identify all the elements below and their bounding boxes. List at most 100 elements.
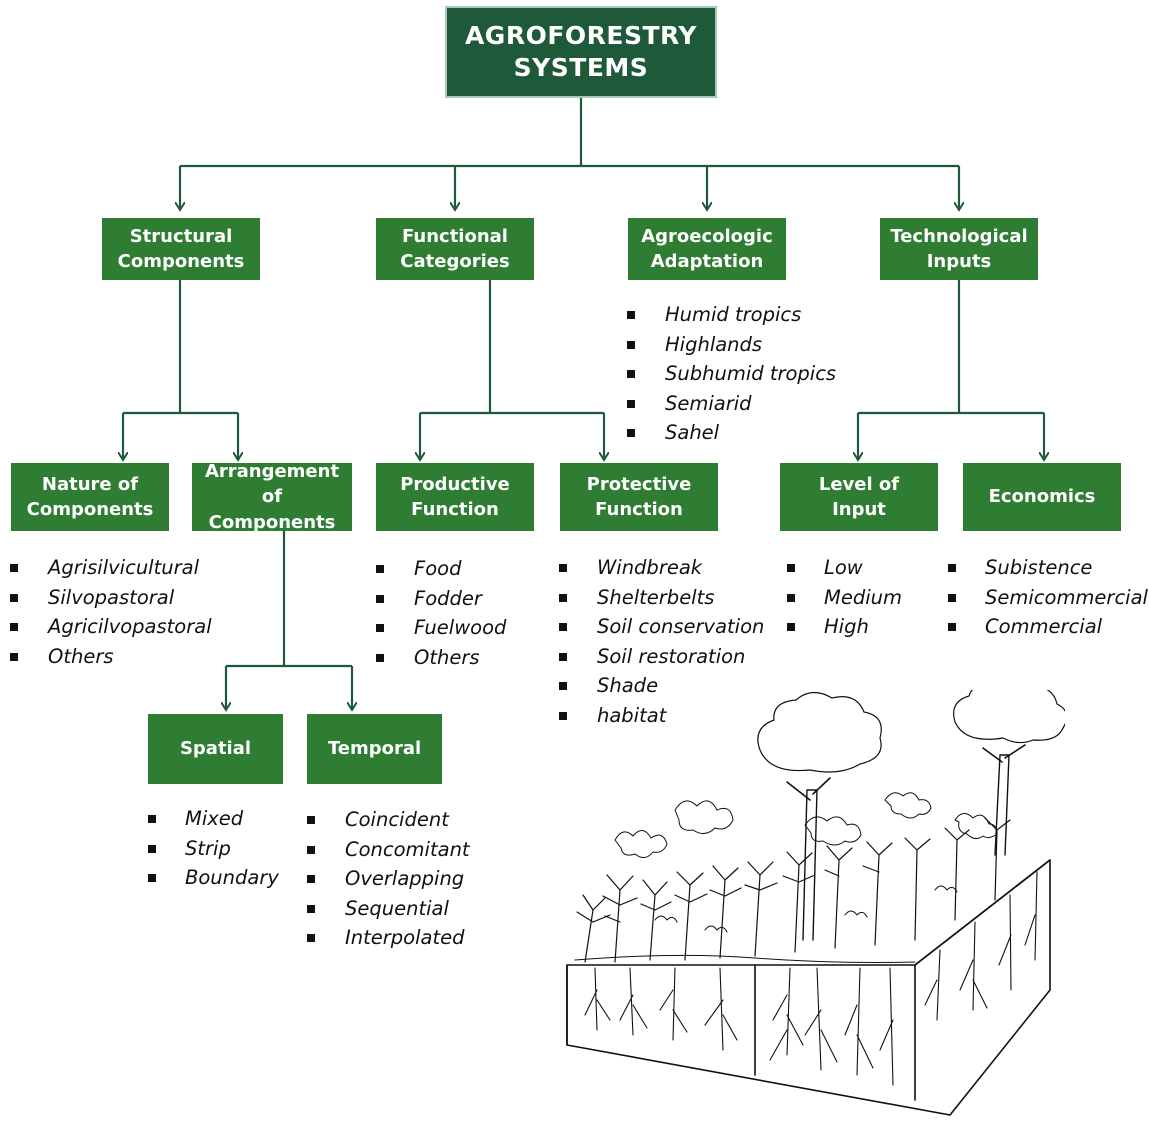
list-item-text: Commercial [985,615,1103,638]
list-item-text: Sahel [665,421,720,444]
bullet-square-icon [627,370,635,378]
list-item-text: Interpolated [345,926,465,949]
bullet-square-icon [376,653,384,662]
list-item-text: Soil conservation [597,615,765,638]
list-item-text: Windbreak [597,556,703,579]
list-item: Agrisilvicultural [10,553,230,583]
bullet-square-icon [307,816,315,824]
list-item-text: Medium [824,585,902,609]
bullet-square-icon [787,564,795,572]
node-structural-components: Structural Components [102,218,260,280]
list-item: Concomitant [307,835,477,865]
list-item: Humid tropics [627,300,857,330]
list-item-text: Strip [185,836,231,860]
list-item-text: Subistence [985,556,1093,579]
list-item: Sequential [307,894,477,924]
list-item: Windbreak [559,553,769,583]
list-item-text: Humid tropics [665,303,802,326]
node-agroecologic-adaptation: Agroecologic Adaptation [628,218,786,280]
node-nature-of-components: Nature of Components [11,463,169,531]
list-item-text: High [824,615,869,638]
agroforestry-landscape-illustration [566,690,1065,1116]
bullet-square-icon [559,711,567,720]
list-item: Others [10,642,230,672]
bullet-square-icon [10,593,18,602]
list-item-text: Shade [597,674,659,697]
bullet-square-icon [148,874,156,882]
bullet-square-icon [559,564,567,572]
root-node: AGROFORESTRY SYSTEMS [445,6,717,98]
list-item-text: Mixed [185,807,244,830]
list-item-text: Fuelwood [414,616,507,639]
list-item-text: Coincident [345,808,449,831]
node-spatial: Spatial [148,714,283,784]
bullet-square-icon [10,564,18,572]
list-item: Subistence [948,553,1148,583]
bullet-square-icon [787,623,795,631]
bullet-square-icon [627,429,635,437]
node-protective-function: Protective Function [560,463,718,531]
list-item: Semicommercial [948,583,1148,613]
list-item: Mixed [148,804,288,834]
list-item: Subhumid tropics [627,359,857,389]
list-item-text: habitat [597,703,667,727]
node-productive-function: Productive Function [376,463,534,531]
list-item: Overlapping [307,864,477,894]
bullet-square-icon [376,624,384,632]
bullet-square-icon [307,845,315,854]
list-item: Silvopastoral [10,583,230,613]
bullet-square-icon [10,652,18,661]
list-item: Soil conservation [559,612,769,642]
list-item: Semiarid [627,389,857,419]
list-item-text: Agrisilvicultural [48,556,199,579]
list-item-text: Subhumid tropics [665,362,837,385]
bullet-square-icon [307,875,315,883]
bullet-square-icon [948,593,956,602]
bullet-square-icon [627,340,635,349]
node-level-of-input: Level of Input [780,463,938,531]
node-economics: Economics [963,463,1121,531]
bullet-square-icon [376,565,384,573]
bullet-square-icon [307,934,315,942]
list-item: Food [376,554,526,584]
list-item: Sahel [627,418,857,448]
node-temporal: Temporal [307,714,442,784]
bullet-square-icon [307,904,315,913]
list-item-text: Semiarid [665,391,752,415]
list-item: Low [787,553,927,583]
list-item: High [787,612,927,642]
list-item-text: Highlands [665,332,763,356]
bullet-square-icon [148,844,156,853]
list-item: Soil restoration [559,642,769,672]
node-arrangement-of-components: Arrangement of Components [192,461,352,533]
list-item-text: Sequential [345,896,449,920]
list-item: Agricilvopastoral [10,612,230,642]
bullet-square-icon [10,623,18,631]
list-item: Fodder [376,584,526,614]
list-item-text: Others [414,645,480,669]
node-technological-inputs: Technological Inputs [880,218,1038,280]
bullet-square-icon [948,564,956,572]
bullet-square-icon [948,623,956,631]
list-item-text: Others [48,644,114,668]
list-item: habitat [559,701,769,731]
list-item: Shade [559,671,769,701]
list-item: Coincident [307,805,477,835]
node-functional-categories: Functional Categories [376,218,534,280]
bullet-square-icon [559,593,567,602]
list-item: Fuelwood [376,613,526,643]
list-item-text: Fodder [414,586,482,610]
bullet-square-icon [787,593,795,602]
bullet-square-icon [559,682,567,690]
bullet-square-icon [559,652,567,661]
